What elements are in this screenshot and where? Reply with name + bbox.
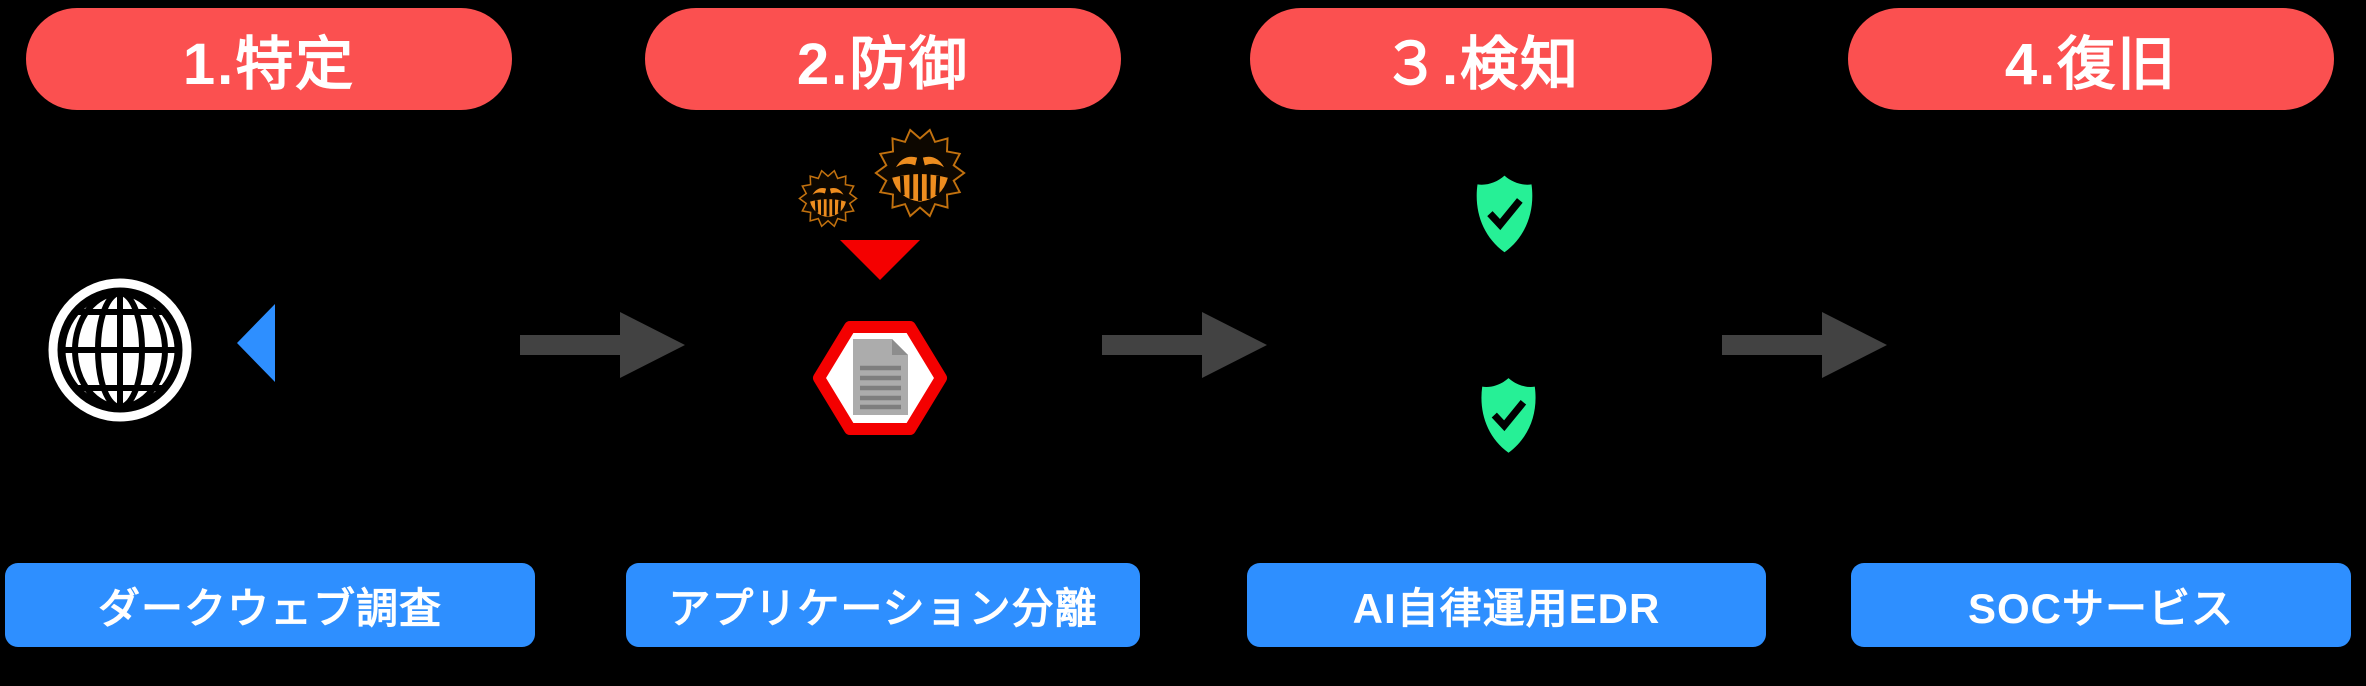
arrow-right-icon-2: [1102, 312, 1267, 378]
service-bar-1-label: ダークウェブ調査: [97, 584, 442, 632]
document-icon: [853, 339, 908, 415]
blue-left-triangle-icon: [237, 304, 275, 382]
step-pill-2-label: 2.防御: [796, 32, 970, 97]
malware-virus-icon-large: [874, 128, 966, 218]
service-bar-2-label: アプリケーション分離: [668, 584, 1098, 632]
service-bar-3: AI自律運用EDR: [1247, 563, 1766, 647]
step-pill-1: 1.特定: [26, 8, 512, 110]
step-pill-2: 2.防御: [645, 8, 1121, 110]
step-pill-4: 4.復旧: [1848, 8, 2334, 110]
shield-check-icon-top: [1476, 175, 1533, 253]
arrow-right-icon-3: [1722, 312, 1887, 378]
arrow-right-icon-1: [520, 312, 685, 378]
step-pill-3: ３.検知: [1250, 8, 1712, 110]
step-pill-3-label: ３.検知: [1381, 32, 1581, 97]
service-bar-1: ダークウェブ調査: [5, 563, 535, 647]
service-bar-2: アプリケーション分離: [626, 563, 1140, 647]
globe-icon: [48, 278, 192, 422]
red-down-arrowhead-icon: [840, 240, 920, 280]
step-pill-1-label: 1.特定: [182, 32, 356, 97]
service-bar-4: SOCサービス: [1851, 563, 2351, 647]
service-bar-4-label: SOCサービス: [1967, 584, 2234, 632]
service-bar-3-label: AI自律運用EDR: [1352, 584, 1661, 632]
step-pill-4-label: 4.復旧: [2004, 32, 2178, 97]
quarantine-hexagon-icon: [813, 321, 947, 435]
malware-virus-icon-small: [798, 169, 858, 228]
shield-check-icon-bottom: [1481, 378, 1536, 453]
